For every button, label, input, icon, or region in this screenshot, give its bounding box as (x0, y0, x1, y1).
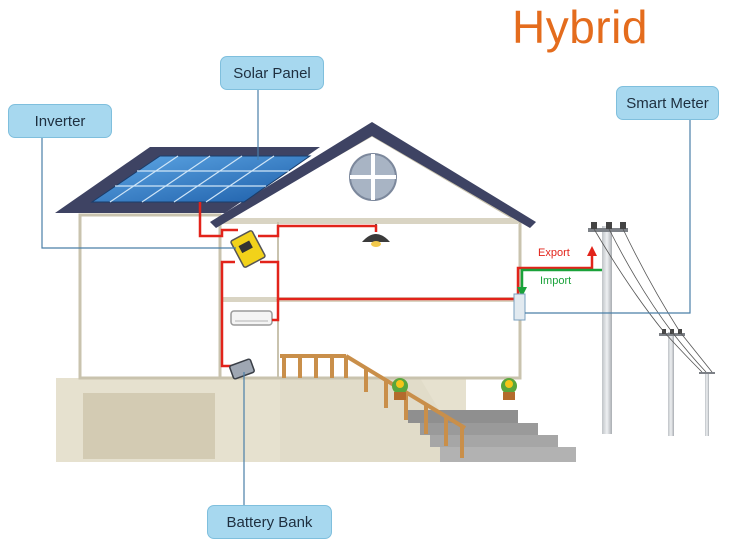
export-arrow (587, 246, 597, 256)
diagram-title: Hybrid (512, 1, 648, 53)
air-conditioner-icon (230, 310, 273, 326)
inverter-label: Inverter (8, 104, 112, 138)
flower-pot-right-icon (501, 378, 517, 400)
inverter-device-icon (230, 230, 266, 268)
utility-pole-medium (659, 329, 685, 436)
smart-meter-label: Smart Meter (616, 86, 719, 120)
export-label: Export (538, 247, 570, 259)
flower-pot-left-icon (392, 378, 408, 400)
stairs (280, 378, 576, 462)
utility-pole-large (588, 222, 628, 434)
power-wiring (198, 202, 594, 368)
smart-meter-device-icon (513, 293, 526, 321)
round-window (349, 153, 397, 201)
solar-panel-label: Solar Panel (220, 56, 324, 90)
power-lines (593, 228, 713, 373)
battery-bank-label: Battery Bank (207, 505, 332, 539)
solar-panels (90, 155, 312, 203)
leader-lines (41, 90, 691, 505)
import-label: Import (540, 275, 572, 287)
utility-pole-small (699, 372, 715, 436)
